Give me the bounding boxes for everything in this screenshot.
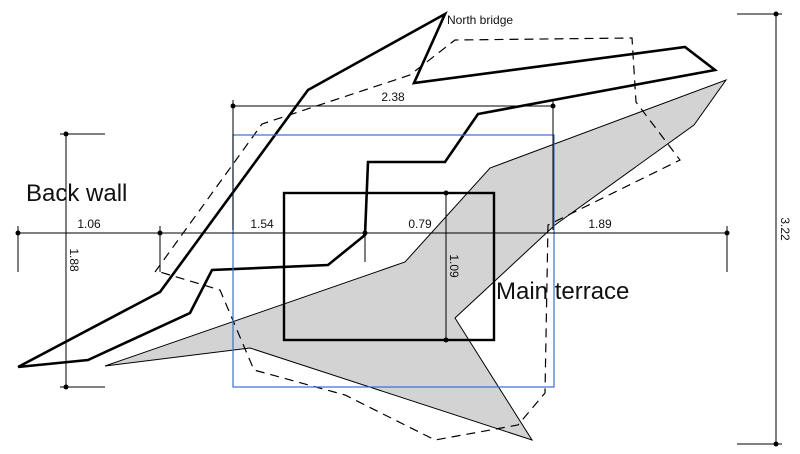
main-terrace-label: Main terrace	[496, 278, 629, 305]
dimension-total-height-label: 3.22	[778, 217, 792, 241]
back-wall-label: Back wall	[26, 180, 127, 207]
dimension-left-vertical: 1.88	[60, 131, 105, 390]
dimension-seg-right-label: 1.89	[588, 217, 612, 231]
dimension-right-vertical: 3.22	[737, 11, 792, 447]
dimension-inner-vertical: 1.09	[443, 190, 461, 343]
dimension-top: 2.38	[230, 90, 556, 230]
dimension-horizontal-chain: 1.06 1.54 0.79 1.89	[15, 217, 730, 272]
dimension-inner-height-label: 1.09	[447, 254, 461, 278]
thick-inner-rectangle	[282, 191, 496, 342]
blue-frame	[232, 134, 555, 388]
dimension-top-label: 2.38	[381, 90, 405, 104]
north-bridge-label: North bridge	[447, 13, 513, 27]
dimension-seg-mid-left-label: 1.54	[250, 217, 274, 231]
dimension-left-height-label: 1.88	[67, 248, 81, 272]
gray-wing-shape	[104, 78, 728, 441]
dimension-seg-mid-right-label: 0.79	[408, 217, 432, 231]
thick-north-outline	[17, 10, 719, 369]
dashed-outline	[154, 37, 681, 441]
dimension-seg-left-label: 1.06	[77, 217, 101, 231]
